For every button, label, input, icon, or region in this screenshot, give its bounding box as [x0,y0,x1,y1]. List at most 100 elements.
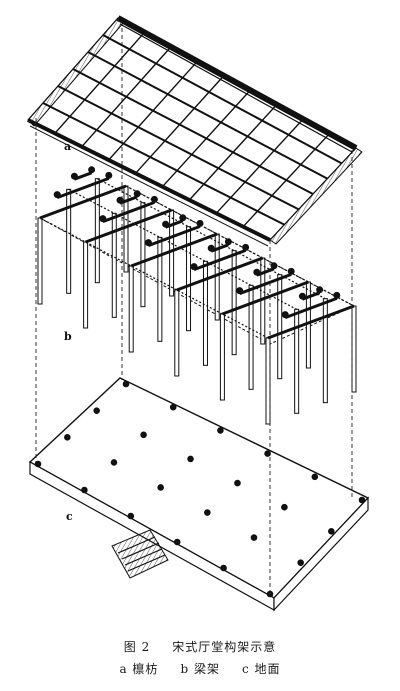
column [83,241,89,329]
column-base [358,496,366,504]
front-steps [111,529,169,579]
column-base [127,512,135,520]
bracket-block [99,215,107,223]
beam [267,304,355,340]
legend-a-letter: a [119,662,128,676]
legend-item-b: b 梁架 [180,658,220,680]
transverse-frame [265,286,357,425]
column-base [157,484,164,491]
bracket-block [162,220,170,228]
bracket-block [70,172,78,180]
column [351,305,357,393]
column-base [220,564,227,572]
bracket-block [207,244,215,252]
bracket-block [270,262,278,270]
legend-b-name: 梁架 [193,662,220,676]
column-base [34,460,42,468]
column [37,217,43,305]
beam [176,256,264,292]
beam [130,232,218,268]
column-base [173,538,181,546]
bracket-block [190,263,198,271]
purlin [57,85,300,211]
bracket-block [224,238,232,246]
exploded-frame-diagram: a b c [27,15,370,612]
bracket-block [88,166,96,174]
rafter [135,75,225,174]
rafter [161,89,251,188]
column-base [110,459,118,466]
transverse-frame [128,214,220,353]
label-c: c [66,510,73,523]
beam [85,208,173,244]
legend-c-name: 地面 [254,662,281,676]
column-base [250,534,258,541]
bracket-block [298,292,306,300]
column-base [311,473,319,481]
figure-number: 图 2 [123,640,151,654]
bracket-block [242,243,250,251]
column [140,202,146,308]
beam [221,280,309,316]
bracket-block [144,239,152,247]
tie-beam [97,178,326,300]
bracket-block [105,171,113,179]
legend-item-c: c 地面 [242,658,281,680]
rafter [81,46,172,148]
column [248,284,254,390]
purlin [87,51,328,180]
caption-legend-row: a 檩枋 b 梁架 c 地面 [0,658,400,680]
figure-caption: 图 2 宋式厅堂构架示意 a 檩枋 b 梁架 c 地面 [0,636,400,680]
column-base [297,559,304,566]
alignment-guides [35,28,353,596]
column-base [93,407,100,414]
legend-item-a: a 檩枋 [119,658,158,680]
rafter [215,118,304,214]
column-base [64,434,71,441]
column [322,298,328,404]
column-base [140,431,147,439]
column-base [122,380,130,388]
rafter [108,60,198,161]
bracket-block [253,268,261,276]
tie-beam [68,188,297,310]
bracket-block [116,196,124,204]
column [111,212,117,318]
legend-a-name: 檩枋 [132,662,159,676]
roof-purlin-layer [27,15,363,247]
transverse-frame [83,190,175,329]
column [277,274,283,380]
column [94,178,100,284]
column [157,236,163,342]
column [128,265,134,353]
bracket-block [316,286,324,294]
column-base [217,427,224,434]
column [231,250,237,356]
rafter [54,31,145,134]
column-base [187,455,194,463]
purlin [42,102,285,226]
purlin [102,34,343,165]
bracket-block [281,311,289,319]
beam [239,272,292,296]
column [265,337,271,425]
transverse-frame [37,166,129,305]
column-base [81,486,88,494]
rafter [188,104,278,201]
label-b: b [64,330,72,343]
beam [102,200,155,224]
bracket-block [287,267,295,275]
column [294,308,300,414]
column [174,289,180,377]
purlin [72,68,314,195]
column-base [169,403,177,411]
beam-frame-layer [37,166,357,425]
column-base [234,479,241,487]
caption-title-row: 图 2 宋式厅堂构架示意 [0,636,400,658]
column [202,260,208,366]
bracket-block [236,287,244,295]
ground-platform-layer [28,377,370,612]
column [186,226,192,332]
column [66,188,72,294]
legend-b-letter: b [180,662,190,676]
